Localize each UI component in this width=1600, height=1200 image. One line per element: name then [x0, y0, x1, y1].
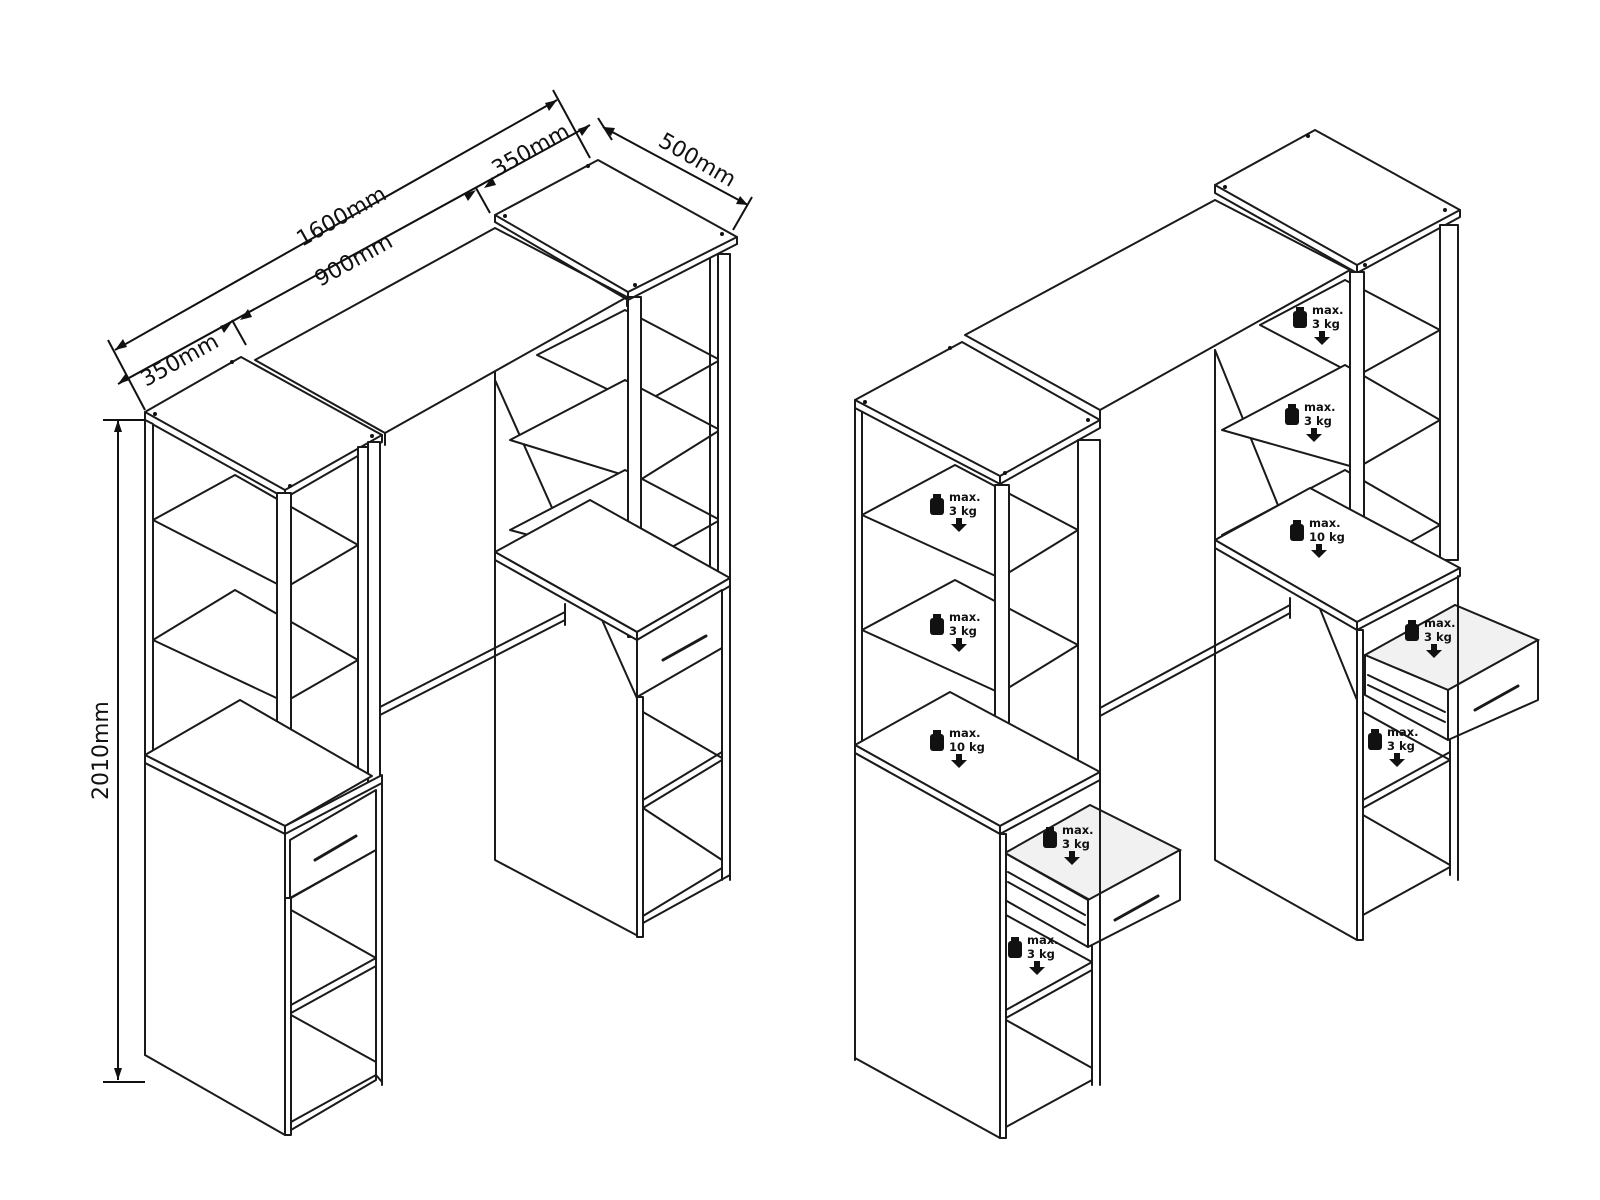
arrow-down-icon	[1389, 753, 1405, 767]
load-label-line2: 3 kg	[1387, 739, 1415, 753]
weight-icon	[1285, 408, 1299, 425]
arrow-down-icon	[951, 518, 967, 532]
load-label: max. 3 kg	[1285, 400, 1336, 442]
weight-icon	[930, 618, 944, 635]
load-label-line2: 3 kg	[1424, 630, 1452, 644]
load-label: max. 3 kg	[1368, 725, 1419, 767]
arrow-down-icon	[1314, 331, 1330, 345]
load-label-line2: 3 kg	[949, 624, 977, 638]
load-label-line2: 3 kg	[1312, 317, 1340, 331]
load-label-line1: max.	[949, 490, 981, 504]
right-drawer-handle-2	[1473, 684, 1520, 712]
load-label-line1: max.	[1387, 725, 1419, 739]
dim-350mm-right: 350mm	[488, 119, 574, 182]
load-label-line1: max.	[1027, 933, 1059, 947]
load-label: max. 3 kg	[930, 610, 981, 652]
load-label-line1: max.	[1309, 516, 1341, 530]
load-label: max. 3 kg	[930, 490, 981, 532]
load-label: max. 10 kg	[930, 726, 985, 768]
load-label: max. 3 kg	[1405, 616, 1456, 658]
load-labels: max. 3 kg max. 3 kg max. 10 kg max. 3 kg	[930, 303, 1456, 975]
load-label-line2: 3 kg	[949, 504, 977, 518]
load-label: max. 10 kg	[1290, 516, 1345, 558]
load-label-line2: 10 kg	[949, 740, 985, 754]
weight-icon	[930, 734, 944, 751]
load-label-line2: 3 kg	[1304, 414, 1332, 428]
load-label-line2: 3 kg	[1027, 947, 1055, 961]
weight-icon	[1008, 941, 1022, 958]
weight-icon	[1405, 624, 1419, 641]
weight-icon	[1290, 524, 1304, 541]
arrow-down-icon	[1064, 851, 1080, 865]
arrow-down-icon	[1311, 544, 1327, 558]
load-label-line1: max.	[1062, 823, 1094, 837]
arrow-down-icon	[951, 638, 967, 652]
dim-2010mm: 2010mm	[89, 701, 114, 800]
load-label-line1: max.	[1304, 400, 1336, 414]
load-label-line1: max.	[1424, 616, 1456, 630]
load-label-line2: 3 kg	[1062, 837, 1090, 851]
left-unit-drawing: 1600mm 900mm 350mm 350mm 500mm 2010mm	[89, 89, 753, 1136]
load-label: max. 3 kg	[1008, 933, 1059, 975]
weight-icon	[930, 498, 944, 515]
arrow-down-icon	[1029, 961, 1045, 975]
arrow-down-icon	[951, 754, 967, 768]
right-drawer-handle	[661, 634, 708, 662]
arrow-down-icon	[1306, 428, 1322, 442]
load-label-line1: max.	[949, 726, 981, 740]
arrow-down-icon	[1426, 644, 1442, 658]
weight-icon	[1043, 831, 1057, 848]
left-drawer-handle	[313, 834, 358, 862]
load-label: max. 3 kg	[1293, 303, 1344, 345]
load-label-line1: max.	[1312, 303, 1344, 317]
weight-icon	[1293, 311, 1307, 328]
load-label-line2: 10 kg	[1309, 530, 1345, 544]
weight-icon	[1368, 733, 1382, 750]
load-label-line1: max.	[949, 610, 981, 624]
load-label: max. 3 kg	[1043, 823, 1094, 865]
left-drawer-handle-2	[1113, 894, 1160, 922]
